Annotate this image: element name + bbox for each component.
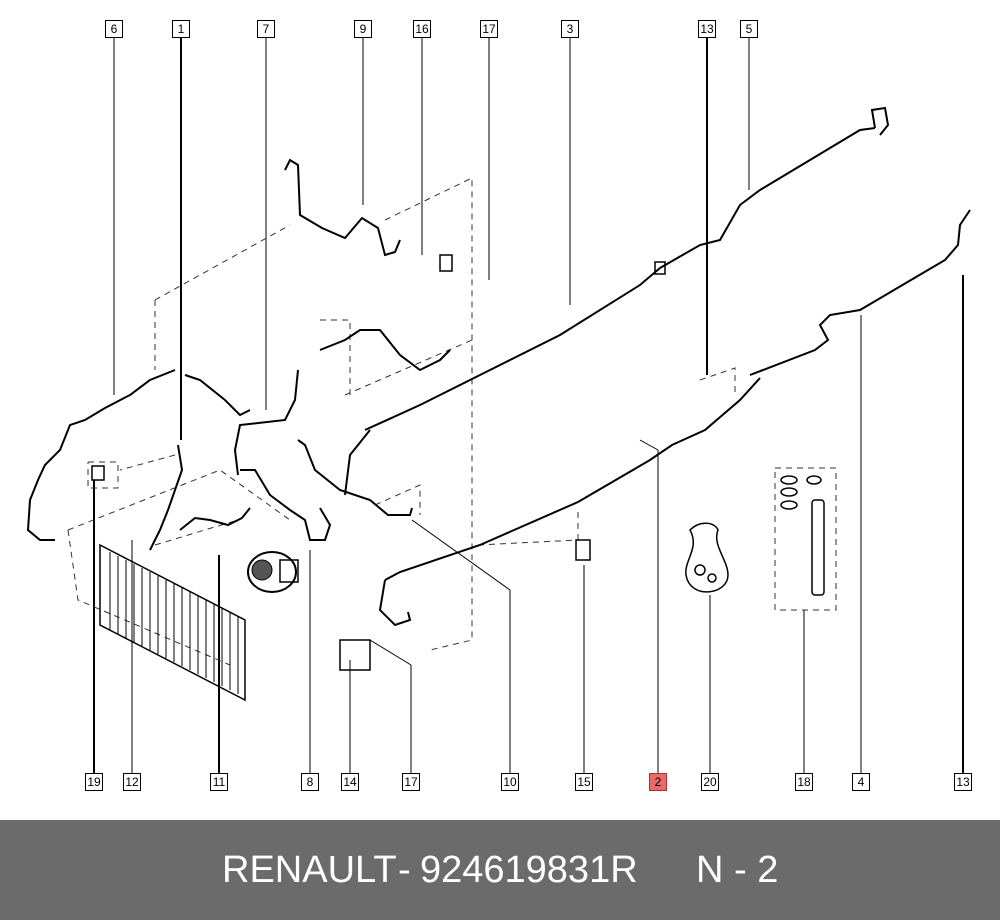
leader-lines-top bbox=[113, 37, 750, 440]
callout-5[interactable]: 5 bbox=[740, 20, 758, 38]
callout-17-top[interactable]: 17 bbox=[480, 20, 498, 38]
callout-1[interactable]: 1 bbox=[172, 20, 190, 38]
callout-19[interactable]: 19 bbox=[85, 773, 103, 791]
callout-13-bottom[interactable]: 13 bbox=[954, 773, 972, 791]
callout-20[interactable]: 20 bbox=[701, 773, 719, 791]
brand-label: RENAULT bbox=[222, 849, 397, 891]
separator-label: - bbox=[398, 849, 411, 891]
callout-3[interactable]: 3 bbox=[561, 20, 579, 38]
callout-10[interactable]: 10 bbox=[501, 773, 519, 791]
fittings bbox=[91, 254, 666, 671]
callout-14[interactable]: 14 bbox=[341, 773, 359, 791]
callout-6[interactable]: 6 bbox=[105, 20, 123, 38]
condenser bbox=[99, 543, 246, 702]
callout-15[interactable]: 15 bbox=[575, 773, 593, 791]
callout-7[interactable]: 7 bbox=[257, 20, 275, 38]
callout-9[interactable]: 9 bbox=[354, 20, 372, 38]
callout-4[interactable]: 4 bbox=[852, 773, 870, 791]
callout-8[interactable]: 8 bbox=[301, 773, 319, 791]
position-note: N - 2 bbox=[696, 849, 779, 891]
footer-bar: RENAULT - 924619831R N - 2 bbox=[0, 820, 1000, 920]
callout-13-top[interactable]: 13 bbox=[698, 20, 716, 38]
diagram-drawing bbox=[26, 37, 971, 773]
callout-11[interactable]: 11 bbox=[210, 773, 228, 791]
callout-16[interactable]: 16 bbox=[413, 20, 431, 38]
part-number: 924619831R bbox=[420, 849, 638, 891]
callout-17-bottom[interactable]: 17 bbox=[402, 773, 420, 791]
callout-12[interactable]: 12 bbox=[123, 773, 141, 791]
dryer-kit bbox=[780, 475, 825, 596]
callout-2-highlighted[interactable]: 2 bbox=[649, 773, 667, 791]
parts-diagram: 6 1 7 9 16 17 3 13 5 19 12 11 8 14 17 10… bbox=[26, 20, 972, 791]
leader-lines-bottom bbox=[93, 275, 964, 773]
dashed-guides bbox=[67, 177, 837, 666]
desiccant-bag bbox=[685, 522, 729, 593]
pipes bbox=[26, 106, 971, 627]
compressor bbox=[247, 551, 299, 593]
callout-18[interactable]: 18 bbox=[795, 773, 813, 791]
